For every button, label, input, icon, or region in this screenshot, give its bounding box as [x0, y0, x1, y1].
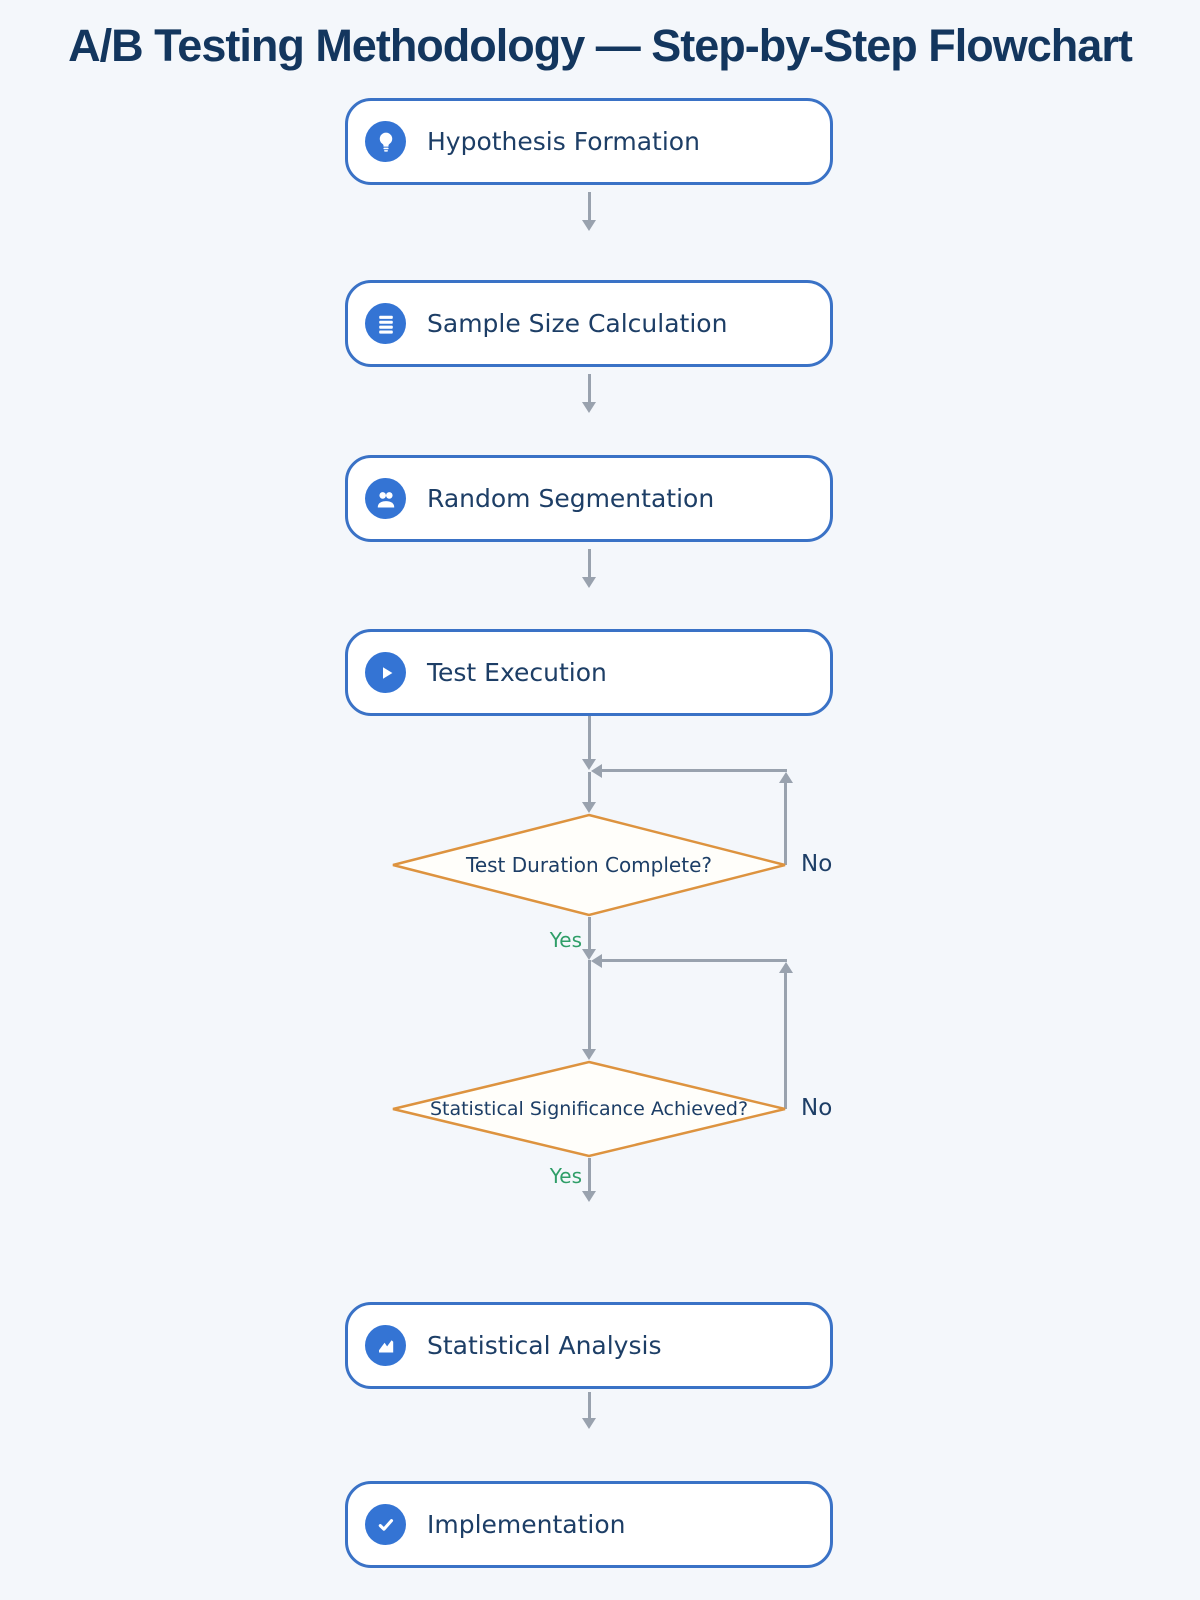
node-statistical-analysis: Statistical Analysis [345, 1302, 833, 1389]
no-label: No [801, 1095, 833, 1121]
connector-line [588, 716, 591, 759]
decision-label: Statistical Significance Achieved? [429, 1098, 749, 1120]
connector-line [588, 1158, 591, 1191]
node-label: Test Execution [427, 658, 607, 687]
check-icon [365, 1504, 406, 1545]
connector-line [588, 549, 591, 577]
connector-line [588, 192, 591, 220]
arrow-left-icon [591, 764, 602, 778]
lightbulb-icon [365, 121, 406, 162]
no-loop-line [784, 973, 787, 1109]
no-loop-line [784, 783, 787, 865]
arrow-left-icon [591, 954, 602, 968]
arrow-down-icon [582, 1418, 596, 1429]
connector-line [588, 1392, 591, 1418]
page-title: A/B Testing Methodology — Step-by-Step F… [68, 20, 1133, 71]
no-label: No [801, 851, 833, 877]
arrow-down-icon [582, 802, 596, 813]
yes-label: Yes [549, 928, 582, 952]
no-loop-line [602, 769, 787, 772]
node-label: Random Segmentation [427, 484, 715, 513]
arrow-down-icon [582, 759, 596, 770]
connector-line [588, 772, 591, 802]
arrow-up-icon [779, 962, 793, 973]
arrow-down-icon [582, 577, 596, 588]
arrow-up-icon [779, 772, 793, 783]
arrow-down-icon [582, 1049, 596, 1060]
decision-label: Test Duration Complete? [466, 853, 712, 877]
arrow-down-icon [582, 220, 596, 231]
node-label: Hypothesis Formation [427, 127, 700, 156]
arrow-down-icon [582, 1191, 596, 1202]
node-sample-size-calculation: Sample Size Calculation [345, 280, 833, 367]
play-icon [365, 652, 406, 693]
abacus-icon [365, 303, 406, 344]
node-implementation: Implementation [345, 1481, 833, 1568]
yes-label: Yes [549, 1164, 582, 1188]
node-label: Statistical Analysis [427, 1331, 662, 1360]
connector-line [588, 374, 591, 402]
connector-line [588, 960, 591, 1049]
chart-icon [365, 1325, 406, 1366]
no-loop-line [602, 959, 787, 962]
node-test-execution: Test Execution [345, 629, 833, 716]
connector-line [588, 917, 591, 949]
arrow-down-icon [582, 949, 596, 960]
decision-statistical-significance: Statistical Significance Achieved? [391, 1060, 787, 1158]
decision-test-duration: Test Duration Complete? [391, 813, 787, 917]
node-hypothesis-formation: Hypothesis Formation [345, 98, 833, 185]
node-label: Implementation [427, 1510, 626, 1539]
node-random-segmentation: Random Segmentation [345, 455, 833, 542]
arrow-down-icon [582, 402, 596, 413]
node-label: Sample Size Calculation [427, 309, 728, 338]
users-icon [365, 478, 406, 519]
